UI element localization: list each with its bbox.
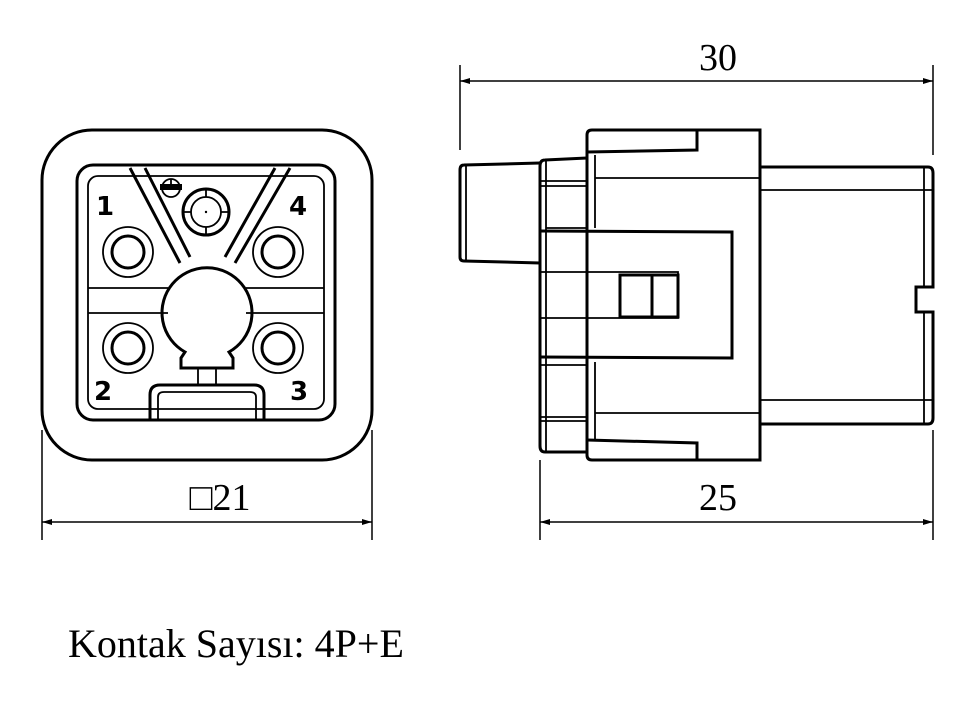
dimension-21: □21: [41, 430, 373, 540]
flange: [538, 156, 588, 454]
outer-housing: [40, 128, 374, 462]
inner-insert: [87, 175, 325, 410]
pin-hole-4: [252, 226, 304, 278]
locking-tabs: [586, 130, 699, 460]
pin-holes: [102, 226, 304, 374]
pin-label-1: 1: [96, 192, 114, 222]
keyhole-stem: [197, 368, 217, 385]
earth-icon: [160, 178, 182, 198]
dimension-25: 25: [539, 430, 934, 540]
pin-label-4: 4: [289, 192, 307, 222]
dimension-30: 30: [459, 37, 934, 155]
horizontal-band: [88, 287, 324, 314]
mating-end: [760, 165, 935, 426]
ground-contact: [181, 187, 231, 237]
v-ribs: [128, 167, 292, 264]
bottom-notch: [148, 383, 266, 420]
dimension-21-label: □21: [190, 477, 251, 519]
main-body: [585, 128, 762, 462]
pin-label-2: 2: [94, 377, 112, 407]
latch-window: [618, 273, 680, 319]
side-view: [458, 128, 935, 462]
contact-count-caption: Kontak Sayısı: 4P+E: [68, 621, 404, 666]
inner-housing: [75, 163, 337, 422]
dimension-25-label: 25: [699, 477, 737, 519]
pin-label-3: 3: [290, 377, 308, 407]
pin-hole-2: [102, 322, 154, 374]
pin-hole-1: [102, 226, 154, 278]
cable-entry: [458, 161, 541, 265]
dimension-30-label: 30: [699, 37, 737, 79]
front-view: 1 2 3 4: [40, 128, 374, 462]
keyhole: [160, 266, 254, 370]
pin-hole-3: [252, 322, 304, 374]
locking-lever: [539, 229, 734, 360]
